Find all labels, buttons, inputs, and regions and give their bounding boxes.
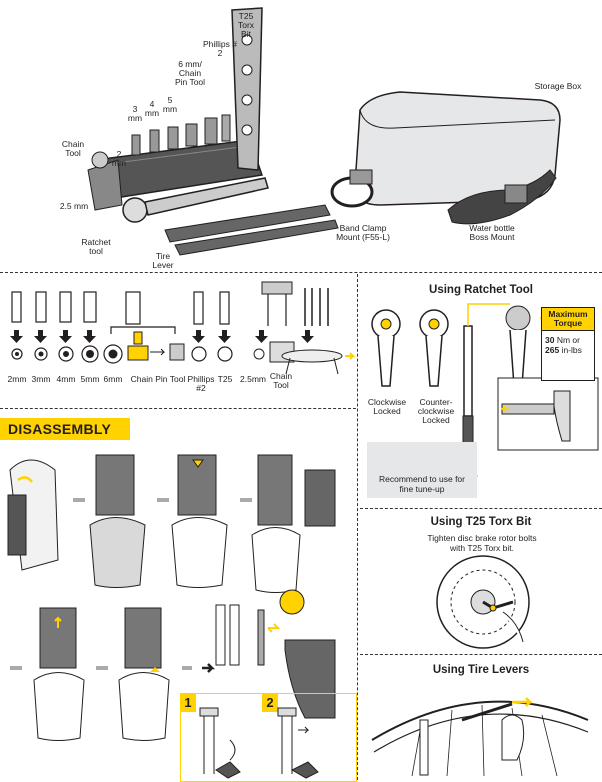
two-five-mm-label: 2.5 mm [59, 201, 89, 211]
three-mm-label: 3 mm [127, 104, 143, 123]
bit-label-chain-tool: Chain Tool [269, 371, 293, 390]
disassembly-banner: DISASSEMBLY [0, 418, 130, 440]
divider-vertical [357, 274, 358, 780]
bit-label-chain-pin: Chain Pin Tool [130, 374, 186, 384]
divider-bits [0, 408, 356, 409]
divider-top [0, 272, 602, 273]
step-illustrations [199, 707, 319, 779]
ratchet-title: Using Ratchet Tool [429, 284, 533, 296]
bit-label-2mm: 2mm [7, 374, 27, 384]
bit-label-4mm: 4mm [56, 374, 76, 384]
tire-lever-label: Tire Lever [152, 251, 174, 270]
torque-inlb-value: 265 [545, 345, 560, 355]
bit-label-phillips: Phillips #2 [187, 374, 215, 393]
step-number-1: 1 [180, 694, 196, 712]
bit-label-2-5mm: 2.5mm [240, 374, 266, 384]
t25-title: Using T25 Torx Bit [430, 516, 532, 528]
recommend-text: Recommend to use for fine tune-up [379, 474, 465, 494]
chain-tool-label: Chain Tool [61, 139, 85, 158]
six-mm-chain-pin-label: 6 mm/ Chain Pin Tool [174, 59, 206, 87]
bit-label-3mm: 3mm [31, 374, 51, 384]
disassembly-illustration [7, 454, 336, 741]
bits-illustration [10, 281, 356, 375]
ratchet-tool-label: Ratchet tool [81, 237, 111, 256]
tire-illustration [371, 697, 589, 777]
disassembly-title: DISASSEMBLY [8, 421, 112, 437]
five-mm-label: 5 mm [162, 95, 178, 114]
water-bottle-label: Water bottle Boss Mount [469, 223, 515, 242]
torque-nm-value: 30 [545, 335, 555, 345]
divider-t25 [360, 508, 602, 509]
bit-label-t25: T25 [217, 374, 233, 384]
bit-label-6mm: 6mm [103, 374, 123, 384]
phillips-label: Phillips # 2 [202, 39, 238, 58]
torque-nm-unit: Nm or [556, 335, 580, 345]
max-torque-values: 30 Nm or 265 in-lbs [542, 331, 594, 359]
step-number-2: 2 [262, 694, 278, 712]
t25-torx-label: T25 Torx Bit [237, 11, 255, 39]
four-mm-label: 4 mm [144, 99, 160, 118]
ratchet-illustration [371, 303, 599, 477]
torque-inlb-unit: in-lbs [561, 345, 582, 355]
counter-clockwise-label: Counter- clockwise Locked [417, 397, 455, 425]
divider-tire [360, 654, 602, 655]
t25-illustration [436, 555, 530, 649]
bit-label-5mm: 5mm [80, 374, 100, 384]
max-torque-box: Maximum Torque 30 Nm or 265 in-lbs [541, 307, 595, 381]
storage-box-label: Storage Box [534, 81, 582, 91]
two-mm-label: 2 mm [111, 149, 127, 168]
multi-tool-illustration [87, 7, 561, 256]
band-clamp-label: Band Clamp Mount (F55-L) [336, 223, 390, 242]
max-torque-heading: Maximum Torque [542, 308, 594, 331]
t25-description: Tighten disc brake rotor bolts with T25 … [427, 533, 537, 553]
tire-title: Using Tire Levers [432, 664, 530, 676]
recommend-box: Recommend to use for fine tune-up [367, 442, 477, 498]
clockwise-label: Clockwise Locked [367, 397, 407, 416]
